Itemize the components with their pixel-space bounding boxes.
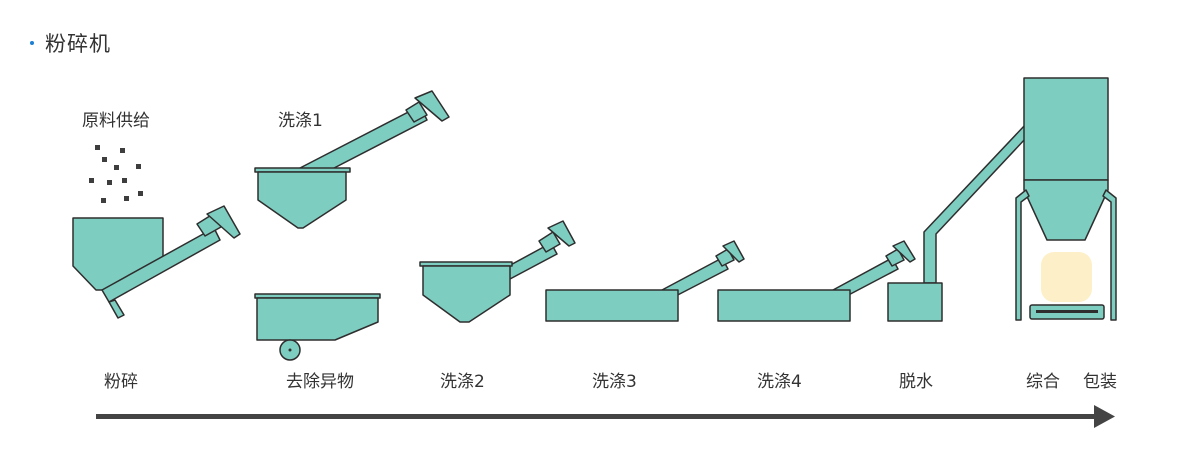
wash2-machine (419, 220, 576, 323)
label-crush: 粉碎 (104, 372, 138, 392)
label-wash1: 洗涤1 (278, 111, 323, 131)
label-remove: 去除异物 (286, 372, 354, 392)
wash3-machine (545, 240, 745, 322)
bullet-dot-icon (30, 41, 34, 45)
label-combine: 综合 (1026, 372, 1060, 392)
label-pack: 包装 (1083, 372, 1117, 392)
label-feed: 原料供给 (82, 111, 150, 131)
label-wash4: 洗涤4 (757, 372, 802, 392)
silo-machine (1015, 77, 1117, 321)
label-dewater: 脱水 (899, 372, 933, 392)
wash4-machine (717, 240, 916, 322)
raw-material-particles (89, 145, 143, 203)
section-title: 粉碎机 (45, 32, 111, 56)
wash1-machine (254, 90, 450, 229)
label-wash2: 洗涤2 (440, 372, 485, 392)
packing-bag (1041, 252, 1092, 302)
process-flow-arrow (96, 405, 1115, 428)
label-wash3: 洗涤3 (592, 372, 637, 392)
section-header: 粉碎机 (30, 28, 111, 58)
crusher-machine (72, 205, 241, 319)
dewater-machine (887, 123, 1027, 322)
remove-foreign-matter-machine (254, 293, 381, 361)
